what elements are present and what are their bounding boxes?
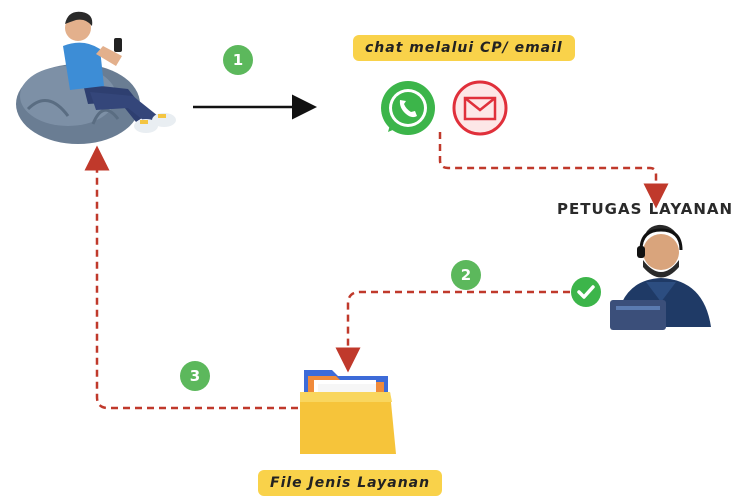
arrow-officer-to-file	[335, 290, 570, 373]
service-officer-icon	[610, 224, 711, 330]
step-2-badge: 2	[451, 260, 481, 290]
file-label: File Jenis Layanan	[258, 470, 443, 496]
officer-title: PETUGAS LAYANAN	[557, 200, 734, 218]
arrow-file-to-user	[84, 145, 298, 410]
folder-icon	[300, 370, 396, 454]
envelope-icon	[452, 80, 508, 136]
arrow-chat-to-officer	[438, 132, 669, 209]
step-1-badge: 1	[223, 45, 253, 75]
check-icon	[571, 277, 601, 307]
chat-label: chat melalui CP/ email	[353, 35, 575, 61]
step-3-badge: 3	[180, 361, 210, 391]
person-on-beanbag-icon	[16, 11, 176, 144]
whatsapp-icon	[381, 81, 435, 135]
